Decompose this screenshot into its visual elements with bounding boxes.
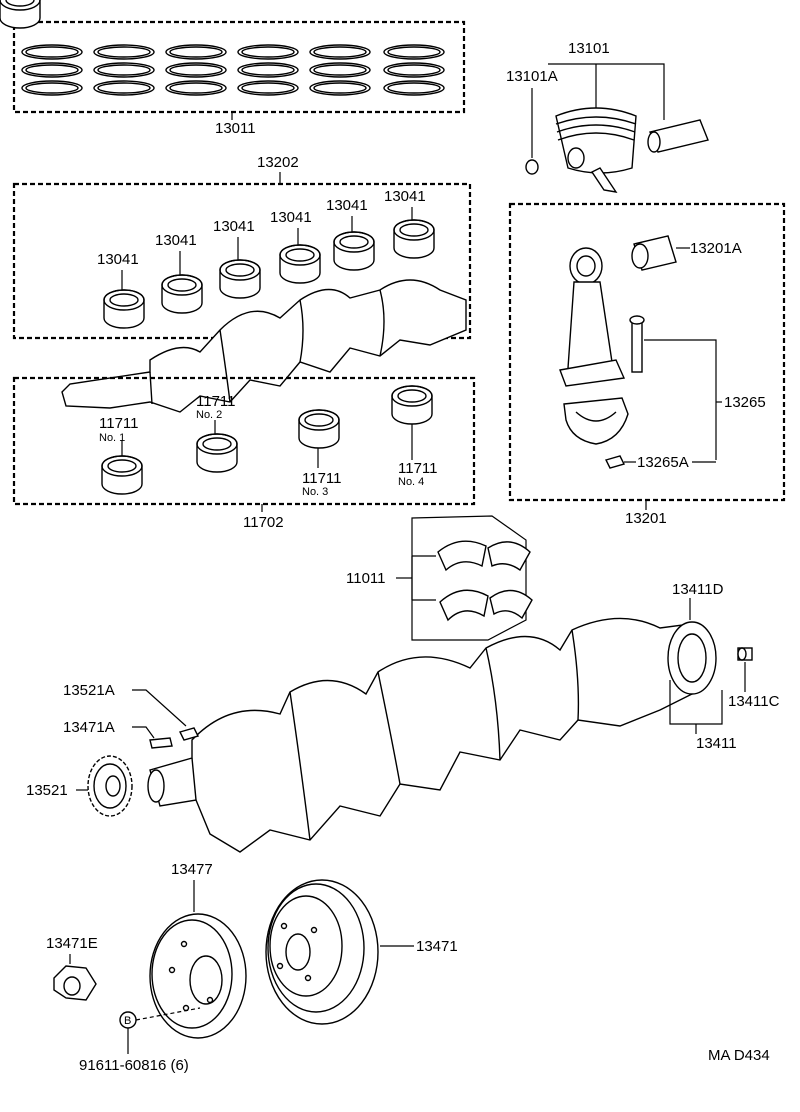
label-piston-snap-ring: 13101A bbox=[506, 68, 558, 85]
conrod-group-box bbox=[508, 202, 786, 502]
conrod-cap bbox=[563, 397, 629, 445]
crankshaft-pin bbox=[737, 647, 753, 661]
label-piston-sub-assy: 13101 bbox=[568, 40, 610, 57]
piston-ring-group-box bbox=[12, 20, 466, 114]
piston-body bbox=[555, 107, 637, 193]
conrod-group: 13201A 13265 13265A 13201 bbox=[508, 202, 786, 527]
label-crankshaft: 13411 bbox=[696, 735, 737, 752]
bolt-callout: B 91611-60816 (6) bbox=[79, 1007, 201, 1074]
label-main-bearing-no2: 11711 bbox=[196, 393, 236, 410]
conrod-nut bbox=[604, 455, 626, 469]
label-conrod-bolt-set: 13265 bbox=[724, 394, 766, 411]
bolt-marker: B bbox=[124, 1015, 131, 1027]
label-conrod-bearing-6: 13041 bbox=[384, 188, 426, 205]
label-crank-pulley: 13471 bbox=[416, 938, 458, 955]
piston-group: 13101 13101A bbox=[506, 40, 709, 193]
label-pulley-13477: 13477 bbox=[171, 861, 213, 878]
crankshaft bbox=[147, 617, 717, 853]
label-key-13471a: 13471A bbox=[63, 719, 115, 736]
key-13471a bbox=[149, 737, 173, 749]
conrod-body bbox=[559, 247, 626, 387]
label-conrod-bearing-4: 13041 bbox=[270, 209, 312, 226]
keys-group: 13521A 13471A bbox=[63, 682, 200, 749]
label-crank-timing-gear: 13521 bbox=[26, 782, 68, 799]
label-main-bearing-no1-sub: No. 1 bbox=[99, 432, 125, 444]
conrod-bolt bbox=[629, 315, 645, 373]
label-main-bearing-no4: 11711 bbox=[398, 460, 438, 477]
conrod-bearing-set: 13202 13041 13041 13041 13041 13041 1304… bbox=[0, 0, 472, 340]
label-crankshaft-pin-c: 13411C bbox=[728, 693, 780, 710]
pulley-bolt: 13471E bbox=[46, 935, 98, 1001]
conrod-bushing bbox=[631, 235, 677, 271]
label-conrod-bushing: 13201A bbox=[690, 240, 742, 257]
label-main-bearing-set: 11702 bbox=[243, 514, 284, 531]
label-main-bearing-no4-sub: No. 4 bbox=[398, 476, 424, 488]
label-main-bearing-no1: 11711 bbox=[99, 415, 139, 432]
crank-pulley: 13471 bbox=[265, 879, 458, 1025]
label-conrod-bearing-3: 13041 bbox=[213, 218, 255, 235]
main-bearing-group-box bbox=[12, 376, 476, 506]
label-main-bearing-no3-sub: No. 3 bbox=[302, 486, 328, 498]
label-crankshaft-bearing-d: 13411D bbox=[672, 581, 724, 598]
label-main-bearing-no2-sub: No. 2 bbox=[196, 409, 222, 421]
label-conrod-bearing-set: 13202 bbox=[257, 154, 299, 171]
key-13521a bbox=[178, 727, 200, 741]
piston-ring-set: 13011 bbox=[12, 20, 466, 137]
crankshaft-group: 13411D 13411C 13411 bbox=[147, 581, 780, 853]
main-bearing-set: 11711 No. 1 11711 No. 2 11711 No. 3 1171… bbox=[12, 376, 476, 531]
label-conrod-assy: 13201 bbox=[625, 510, 667, 527]
label-main-bearing-no3: 11711 bbox=[302, 470, 342, 487]
piston-pin bbox=[647, 119, 709, 153]
label-bolt-part-number: 91611-60816 (6) bbox=[79, 1057, 189, 1074]
crank-timing-gear: 13521 bbox=[26, 755, 133, 817]
label-pulley-bolt: 13471E bbox=[46, 935, 98, 952]
label-thrust-washer-set: 11011 bbox=[346, 570, 386, 587]
thrust-washer-set: 11011 bbox=[346, 515, 533, 641]
label-conrod-bearing-2: 13041 bbox=[155, 232, 197, 249]
conrod-bearing-group-box bbox=[12, 182, 472, 340]
drawing-code: MA D434 bbox=[708, 1047, 770, 1064]
label-piston-ring-set: 13011 bbox=[215, 120, 256, 137]
label-conrod-bearing-5: 13041 bbox=[326, 197, 368, 214]
snap-ring bbox=[525, 159, 539, 175]
label-conrod-bearing-1: 13041 bbox=[97, 251, 139, 268]
label-conrod-nut: 13265A bbox=[637, 454, 689, 471]
pulley-13477: 13477 bbox=[149, 861, 247, 1039]
label-key-13521a: 13521A bbox=[63, 682, 115, 699]
